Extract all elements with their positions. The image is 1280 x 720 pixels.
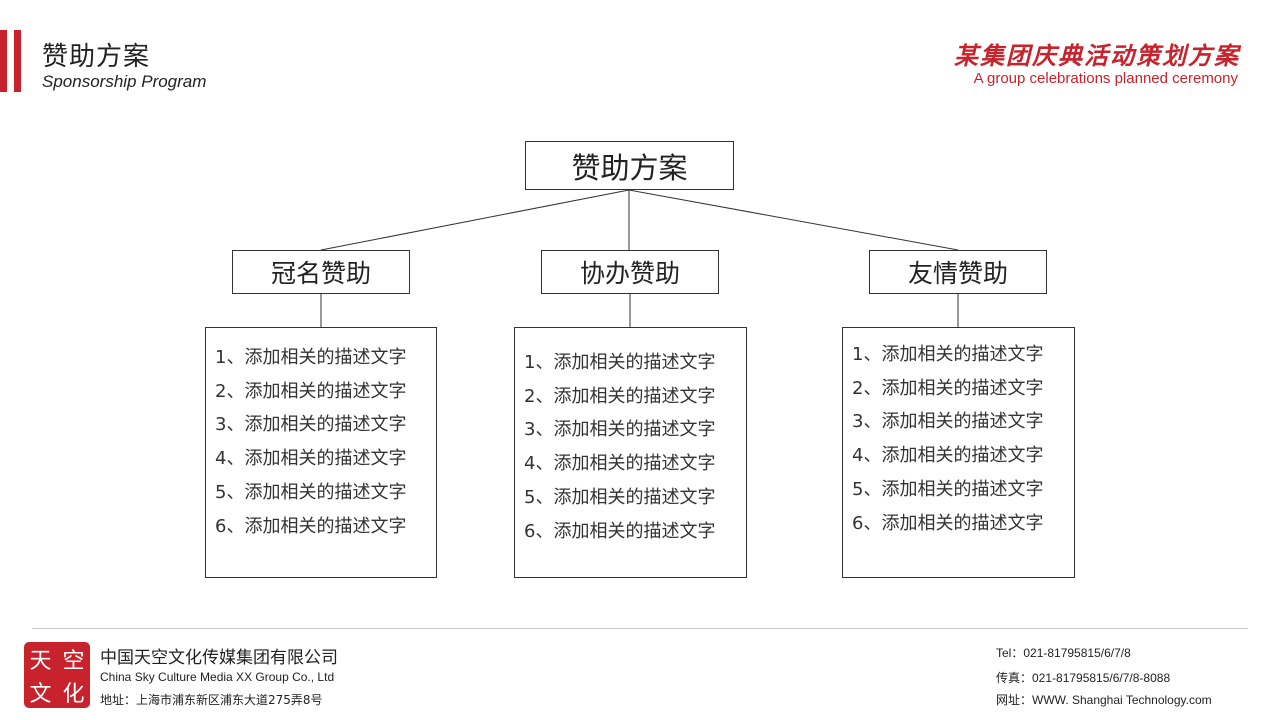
list-box-co-organizer: 1、添加相关的描述文字 2、添加相关的描述文字 3、添加相关的描述文字 4、添加…	[514, 327, 747, 578]
contact-fax: 传真：021-81795815/6/7/8-8088	[996, 671, 1171, 685]
header-accent-bar	[0, 30, 7, 92]
branch-node-naming: 冠名赞助	[232, 250, 410, 294]
company-name-en: China Sky Culture Media XX Group Co., Lt…	[100, 670, 335, 684]
list-item: 5、添加相关的描述文字	[215, 481, 407, 503]
list-item: 1、添加相关的描述文字	[215, 347, 407, 368]
list-item: 2、添加相关的描述文字	[524, 385, 716, 407]
contact-website: 网址：WWW. Shanghai Technology.com	[996, 693, 1212, 707]
list-item: 1、添加相关的描述文字	[524, 352, 716, 373]
list-item: 5、添加相关的描述文字	[852, 478, 1044, 500]
company-name-cn: 中国天空文化传媒集团有限公司	[100, 648, 338, 668]
logo-char: 文	[29, 681, 52, 707]
list-item: 3、添加相关的描述文字	[215, 414, 407, 436]
branch-node-friendship: 友情赞助	[869, 250, 1047, 294]
branch-node-co-organizer: 协办赞助	[541, 250, 719, 294]
logo-char: 空	[62, 648, 85, 674]
contact-tel: Tel：021-81795815/6/7/8	[996, 646, 1131, 660]
list-item: 4、添加相关的描述文字	[852, 445, 1044, 467]
list-item: 4、添加相关的描述文字	[215, 448, 407, 470]
page-title: 赞助方案	[42, 42, 151, 72]
list-item: 6、添加相关的描述文字	[524, 520, 716, 542]
list-item: 2、添加相关的描述文字	[215, 380, 407, 402]
page-subtitle: Sponsorship Program	[42, 72, 207, 91]
footer-divider	[32, 628, 1248, 629]
list-item: 3、添加相关的描述文字	[524, 419, 716, 441]
brand-title: 某集团庆典活动策划方案	[954, 41, 1240, 70]
connector-root-left	[320, 189, 630, 251]
list-item: 1、添加相关的描述文字	[852, 344, 1044, 365]
company-address: 地址：上海市浦东新区浦东大道275弄8号	[100, 693, 323, 707]
list-box-friendship: 1、添加相关的描述文字 2、添加相关的描述文字 3、添加相关的描述文字 4、添加…	[842, 327, 1075, 578]
list-item: 5、添加相关的描述文字	[524, 486, 716, 508]
list-item: 6、添加相关的描述文字	[852, 512, 1044, 534]
list-item: 4、添加相关的描述文字	[524, 453, 716, 475]
connector-root-right	[628, 189, 959, 251]
list-box-naming: 1、添加相关的描述文字 2、添加相关的描述文字 3、添加相关的描述文字 4、添加…	[205, 327, 437, 578]
brand-subtitle: A group celebrations planned ceremony	[973, 70, 1238, 87]
list-item: 6、添加相关的描述文字	[215, 515, 407, 537]
list-item: 3、添加相关的描述文字	[852, 411, 1044, 433]
company-logo: 天 空 文 化	[24, 642, 90, 708]
list-item: 2、添加相关的描述文字	[852, 377, 1044, 399]
logo-char: 化	[62, 681, 85, 707]
logo-char: 天	[29, 648, 52, 674]
root-node: 赞助方案	[525, 141, 734, 190]
header-accent-bar	[14, 30, 21, 92]
